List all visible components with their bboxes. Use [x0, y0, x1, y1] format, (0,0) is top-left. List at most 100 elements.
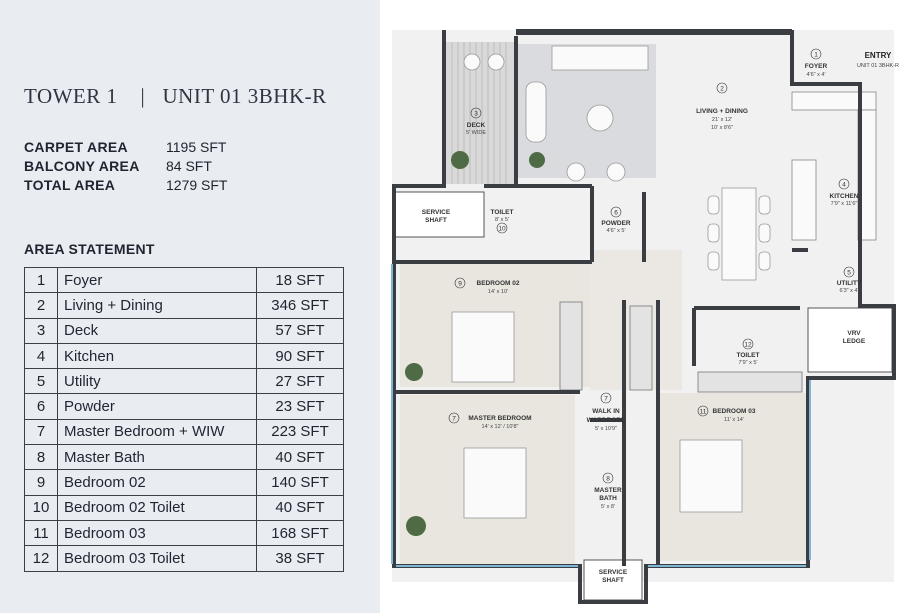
- kitchen-counter-top: [791, 91, 877, 111]
- row-number: 11: [24, 519, 58, 547]
- row-area: 23 SFT: [256, 393, 344, 420]
- row-room: Kitchen: [57, 342, 257, 370]
- carpet-area-row: CARPET AREA 1195 SFT: [24, 138, 227, 157]
- row-area: 168 SFT: [256, 519, 344, 547]
- living-no: 2: [720, 86, 724, 93]
- wardrobe-name: WALK IN: [592, 408, 620, 415]
- bed3-name: BEDROOM 03: [713, 408, 756, 415]
- kitchen-dim: 7'9" x 11'6": [831, 201, 858, 207]
- mbath-name2: BATH: [599, 495, 617, 502]
- row-room: Master Bath: [57, 444, 257, 471]
- master-dim: 14' x 12' / 10'8": [482, 424, 519, 430]
- row-number: 12: [24, 545, 58, 572]
- living-dim2: 10' x 8'6": [711, 125, 733, 131]
- total-area-label: TOTAL AREA: [24, 177, 116, 193]
- living-name: LIVING + DINING: [696, 108, 748, 115]
- utility-name: UTILITY: [837, 280, 862, 287]
- row-area: 57 SFT: [256, 317, 344, 344]
- row-room: Bedroom 03: [57, 519, 257, 547]
- row-number: 10: [24, 494, 58, 521]
- living-marker: [716, 82, 728, 94]
- bed3-bed: [679, 439, 743, 513]
- foyer-marker: [810, 48, 822, 60]
- walk-in-wardrobe: [629, 305, 653, 391]
- dining-chairs: [707, 195, 771, 271]
- kitchen-counter-left: [791, 159, 817, 241]
- balcony-area-label: BALCONY AREA: [24, 158, 140, 174]
- total-area-row: TOTAL AREA 1279 SFT: [24, 176, 227, 195]
- area-statement-title: AREA STATEMENT: [24, 241, 155, 257]
- bed2-wardrobe: [559, 301, 583, 391]
- wardrobe-name2: WARDROBE: [587, 417, 626, 424]
- bed3-marker: [697, 405, 709, 417]
- deck-dim: 5' WIDE: [466, 130, 486, 136]
- powder-no: 6: [614, 210, 618, 217]
- vrv-line2: LEDGE: [843, 338, 866, 345]
- bed2-dim: 14' x 10': [488, 289, 508, 295]
- title-separator: |: [140, 84, 146, 108]
- plants: [405, 151, 545, 536]
- row-number: 1: [24, 266, 58, 294]
- row-room: Bedroom 03 Toilet: [57, 545, 257, 572]
- toilet3-no: 12: [744, 342, 752, 349]
- tower-label: TOWER 1: [24, 84, 118, 108]
- powder-name: POWDER: [601, 220, 631, 227]
- row-number: 7: [24, 418, 58, 446]
- toilet2-dim: 8' x 5': [495, 217, 509, 223]
- vrv-line1: VRV: [847, 330, 861, 337]
- foyer-name: FOYER: [805, 63, 828, 70]
- toilet3-name: TOILET: [737, 352, 760, 359]
- row-area: 90 SFT: [256, 342, 344, 370]
- kitchen-marker: [838, 178, 850, 190]
- master-bed: [463, 447, 527, 519]
- bed2-bed: [451, 311, 515, 383]
- shaft-bottom-line2: SHAFT: [602, 577, 624, 584]
- row-area: 18 SFT: [256, 266, 344, 294]
- row-number: 3: [24, 317, 58, 344]
- coffee-table: [586, 104, 614, 132]
- master-no: 7: [452, 416, 456, 423]
- mbath-no: 8: [606, 476, 610, 483]
- utility-no: 5: [847, 270, 851, 277]
- toilet2-name: TOILET: [491, 209, 514, 216]
- lounge-chair: [525, 81, 547, 143]
- utility-marker: [843, 266, 855, 278]
- bed2-marker: [454, 277, 466, 289]
- service-shaft-top: [393, 191, 485, 238]
- deck-marker: [470, 107, 482, 119]
- row-room: Bedroom 02 Toilet: [57, 494, 257, 521]
- toilet2-no: 10: [498, 226, 506, 233]
- entry-unit: UNIT 01 3BHK-R: [857, 63, 899, 69]
- powder-marker: [610, 206, 622, 218]
- glazing: [391, 264, 811, 567]
- sofa: [551, 45, 649, 71]
- wardrobe-marker: [600, 392, 612, 404]
- carpet-area-value: 1195 SFT: [166, 139, 227, 155]
- unit-title: TOWER 1 | UNIT 01 3BHK-R: [24, 84, 327, 109]
- unit-label: UNIT 01 3BHK-R: [162, 84, 327, 108]
- bed3-dim: 11' x 14': [724, 417, 744, 423]
- kitchen-no: 4: [842, 182, 846, 189]
- wardrobe-no: 7: [604, 396, 608, 403]
- total-area-value: 1279 SFT: [166, 177, 228, 193]
- mbath-marker: [602, 472, 614, 484]
- mbath-dim: 5' x 8': [601, 504, 615, 510]
- carpet-area-label: CARPET AREA: [24, 139, 128, 155]
- bed2-name: BEDROOM 02: [477, 280, 520, 287]
- armchairs: [463, 53, 626, 182]
- toilet2-marker: [496, 222, 508, 234]
- row-area: 140 SFT: [256, 469, 344, 496]
- row-number: 5: [24, 368, 58, 395]
- row-number: 2: [24, 292, 58, 319]
